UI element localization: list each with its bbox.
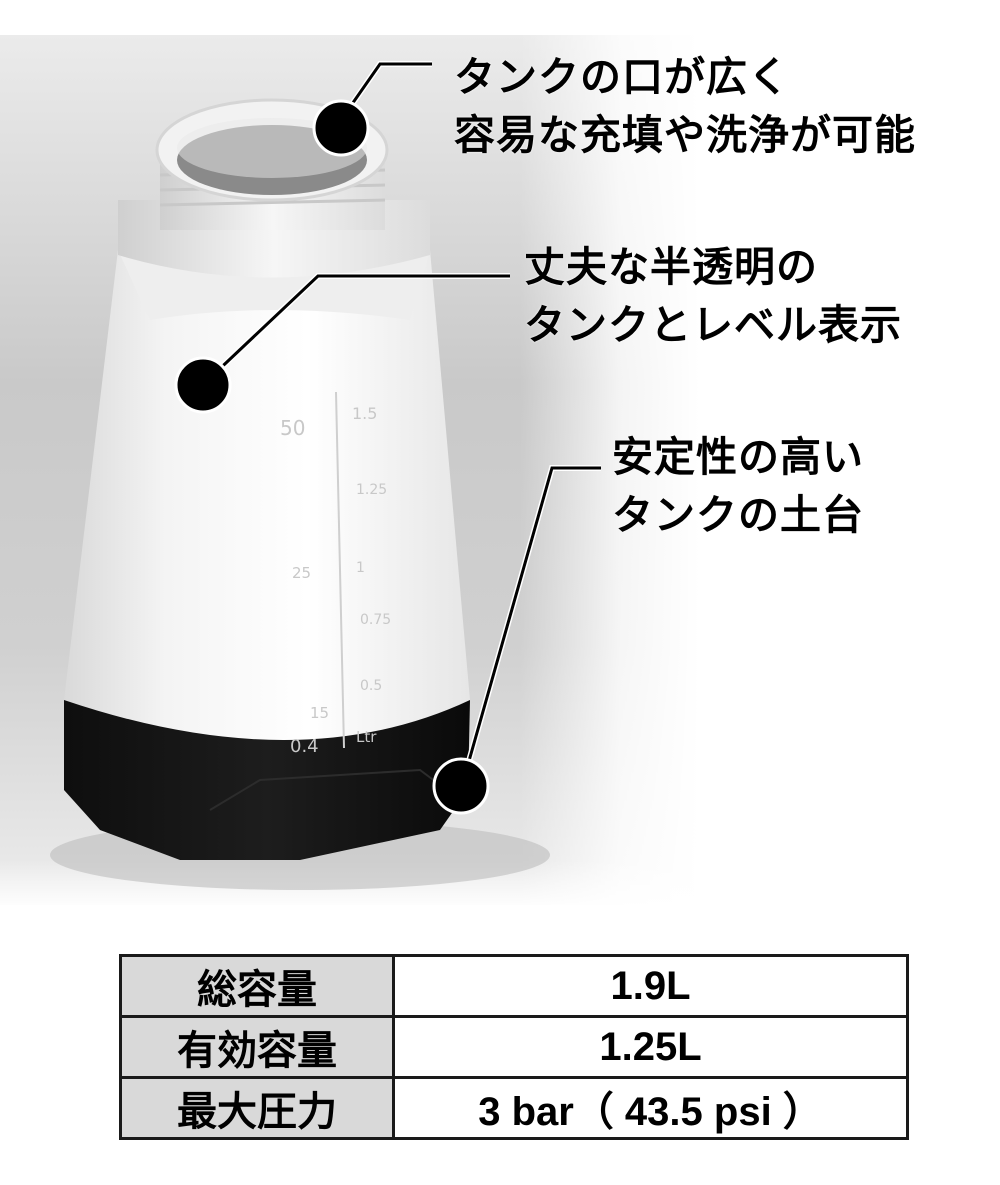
table-row: 最大圧力 3 bar（ 43.5 psi ） — [119, 1076, 909, 1140]
tank-body — [64, 250, 470, 740]
callout-line: タンクの口が広く — [454, 53, 790, 101]
spec-value: 3 bar（ 43.5 psi ） — [392, 1076, 909, 1140]
callout-dot-mouth — [312, 99, 370, 157]
gauge-mark-right: Ltr — [356, 728, 377, 746]
callout-stable-base: 安定性の高い タンクの土台 — [612, 428, 864, 544]
callout-dot-body — [174, 356, 232, 414]
table-row: 総容量 1.9L — [119, 954, 909, 1018]
callout-line: 安定性の高い — [612, 433, 864, 481]
callout-wide-mouth: タンクの口が広く 容易な充填や洗浄が可能 — [454, 48, 916, 164]
gauge-mark-right: 0.5 — [360, 678, 383, 694]
callout-line: タンクの土台 — [612, 491, 864, 539]
spec-label: 有効容量 — [119, 1015, 395, 1079]
gauge-mark-left: 0.4 — [290, 736, 319, 757]
table-row: 有効容量 1.25L — [119, 1015, 909, 1079]
callout-line: 丈夫な半透明の — [524, 243, 818, 291]
spec-label: 総容量 — [119, 954, 395, 1018]
spec-value: 1.25L — [392, 1015, 909, 1079]
spec-table: 総容量 1.9L 有効容量 1.25L 最大圧力 3 bar（ 43.5 psi… — [119, 954, 909, 1140]
callout-translucent-body: 丈夫な半透明の タンクとレベル表示 — [524, 238, 902, 354]
tank-illustration — [50, 61, 601, 890]
gauge-mark-left: 50 — [280, 416, 306, 440]
gauge-mark-left: 25 — [292, 564, 312, 582]
gauge-mark-right: 0.75 — [360, 612, 392, 628]
gauge-mark-right: 1.25 — [356, 482, 388, 498]
callout-line: タンクとレベル表示 — [524, 301, 902, 349]
callout-dot-base — [432, 757, 490, 815]
spec-label: 最大圧力 — [119, 1076, 395, 1140]
spec-value: 1.9L — [392, 954, 909, 1018]
level-gauge — [335, 391, 345, 749]
gauge-mark-left: 15 — [310, 704, 330, 722]
gauge-mark-right: 1.5 — [352, 404, 378, 423]
callout-line: 容易な充填や洗浄が可能 — [454, 111, 916, 159]
gauge-mark-right: 1 — [356, 560, 365, 576]
